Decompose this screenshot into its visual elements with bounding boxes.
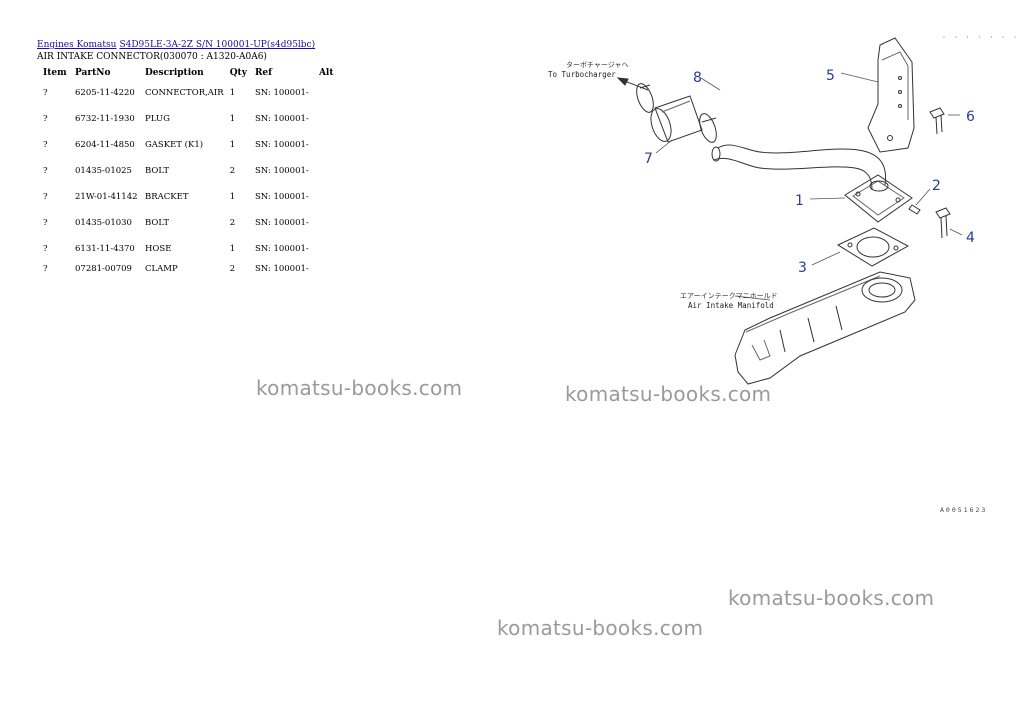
- callout-5: 5: [826, 68, 835, 84]
- table-row: ? 21W-01-41142 BRACKET 1 SN: 100001-: [37, 184, 343, 210]
- section-title: AIR INTAKE CONNECTOR(030070 : A1320-A0A6…: [37, 52, 267, 62]
- table-row: ? 01435-01025 BOLT 2 SN: 100001-: [37, 158, 343, 184]
- callout-7: 7: [644, 151, 653, 167]
- corner-marks: · · · · · · ·: [942, 33, 1019, 41]
- table-row: ? 07281-00709 CLAMP 2 SN: 100001-: [37, 262, 343, 276]
- header-alt: Alt: [318, 68, 334, 78]
- table-row: ? 6732-11-1930 PLUG 1 SN: 100001-: [37, 106, 343, 132]
- cell-description: HOSE: [145, 244, 172, 254]
- turbo-label-en: To Turbocharger: [548, 70, 616, 79]
- cell-ref: SN: 100001-: [254, 264, 309, 274]
- callout-1: 1: [795, 193, 804, 209]
- cell-item: ?: [43, 88, 48, 98]
- cell-partno: 07281-00709: [75, 264, 132, 274]
- table-row: ? 6205-11-4220 CONNECTOR,AIR 1 SN: 10000…: [37, 80, 343, 106]
- cell-item: ?: [43, 264, 48, 274]
- callout-8: 8: [693, 70, 702, 86]
- cell-item: ?: [43, 166, 48, 176]
- cell-item: ?: [43, 192, 48, 202]
- air-connector-part: [711, 144, 913, 223]
- breadcrumb-link-model[interactable]: S4D95LE-3A-2Z S/N 100001-UP(s4d95lbc): [119, 40, 316, 50]
- hose-part: [650, 95, 703, 143]
- bracket-part: [867, 37, 915, 153]
- cell-qty: 1: [229, 88, 236, 98]
- cell-qty: 2: [229, 218, 236, 228]
- turbo-label-jp: ターボチャージャへ: [566, 60, 628, 69]
- bolt-part-6: [929, 107, 945, 135]
- breadcrumb-link-engines[interactable]: Engines Komatsu: [37, 40, 117, 50]
- header-item: Item: [43, 68, 67, 78]
- cell-description: CONNECTOR,AIR: [145, 88, 224, 98]
- cell-partno: 21W-01-41142: [75, 192, 138, 202]
- cell-qty: 1: [229, 114, 236, 124]
- cell-partno: 6732-11-1930: [75, 114, 135, 124]
- callout-3: 3: [798, 260, 807, 276]
- cell-ref: SN: 100001-: [254, 166, 309, 176]
- header-qty: Qty: [229, 68, 247, 78]
- cell-item: ?: [43, 244, 48, 254]
- watermark: komatsu-books.com: [497, 616, 704, 640]
- cell-ref: SN: 100001-: [254, 218, 309, 228]
- watermark: komatsu-books.com: [256, 376, 463, 400]
- cell-description: PLUG: [145, 114, 170, 124]
- cell-item: ?: [43, 218, 48, 228]
- leader-lines: [655, 72, 963, 301]
- cell-qty: 1: [229, 140, 236, 150]
- cell-ref: SN: 100001-: [254, 244, 309, 254]
- cell-partno: 6204-11-4850: [75, 140, 135, 150]
- table-row: ? 01435-01030 BOLT 2 SN: 100001-: [37, 210, 343, 236]
- manifold-label-en: Air Intake Manifold: [688, 301, 774, 310]
- gasket-part: [836, 227, 910, 267]
- cell-ref: SN: 100001-: [254, 140, 309, 150]
- callout-2: 2: [932, 178, 941, 194]
- manifold-label-jp: エアーインテークマニホールド: [680, 292, 778, 300]
- drawing-code: A0051623: [940, 506, 987, 514]
- cell-partno: 6205-11-4220: [75, 88, 135, 98]
- cell-qty: 2: [229, 166, 236, 176]
- cell-partno: 01435-01030: [75, 218, 132, 228]
- cell-qty: 1: [229, 244, 236, 254]
- callout-6: 6: [966, 109, 975, 125]
- cell-ref: SN: 100001-: [254, 192, 309, 202]
- cell-qty: 2: [229, 264, 236, 274]
- bolt-part-4: [935, 207, 951, 239]
- clamp-part: [636, 83, 717, 143]
- cell-description: GASKET (K1): [145, 140, 204, 150]
- cell-item: ?: [43, 140, 48, 150]
- turbo-arrow: [616, 77, 649, 91]
- header-description: Description: [145, 68, 204, 78]
- cell-description: BRACKET: [145, 192, 189, 202]
- cell-qty: 1: [229, 192, 236, 202]
- callout-4: 4: [966, 230, 975, 246]
- watermark: komatsu-books.com: [728, 586, 935, 610]
- parts-table-header: Item PartNo Description Qty Ref Alt: [37, 66, 343, 80]
- table-row: ? 6204-11-4850 GASKET (K1) 1 SN: 100001-: [37, 132, 343, 158]
- cell-ref: SN: 100001-: [254, 88, 309, 98]
- intake-manifold: [734, 271, 916, 385]
- cell-item: ?: [43, 114, 48, 124]
- cell-description: CLAMP: [145, 264, 178, 274]
- table-row: ? 6131-11-4370 HOSE 1 SN: 100001-: [37, 236, 343, 262]
- header-ref: Ref: [254, 68, 273, 78]
- parts-table: Item PartNo Description Qty Ref Alt ? 62…: [37, 66, 343, 276]
- cell-partno: 01435-01025: [75, 166, 132, 176]
- plug-part: [908, 204, 921, 215]
- cell-partno: 6131-11-4370: [75, 244, 135, 254]
- cell-description: BOLT: [145, 218, 169, 228]
- cell-ref: SN: 100001-: [254, 114, 309, 124]
- header-partno: PartNo: [75, 68, 111, 78]
- watermark: komatsu-books.com: [565, 382, 772, 406]
- cell-description: BOLT: [145, 166, 169, 176]
